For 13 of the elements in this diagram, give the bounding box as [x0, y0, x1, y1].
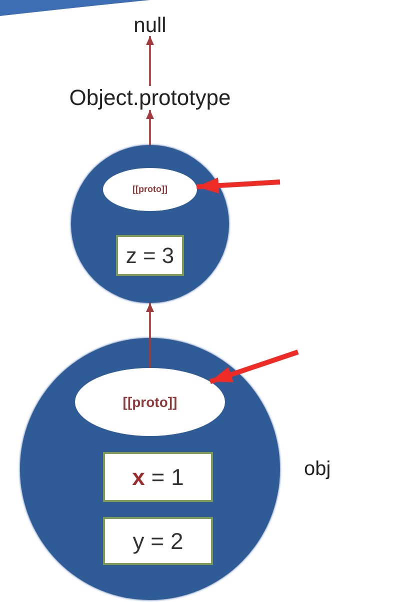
value-label: null — [126, 14, 174, 36]
arrow — [146, 36, 154, 86]
pointer-arrow — [196, 178, 280, 194]
property-box: z = 3 — [116, 235, 184, 276]
proto-ellipse: [[proto]] — [75, 368, 225, 436]
object-label: obj — [304, 459, 331, 479]
proto-ellipse: [[proto]] — [103, 168, 197, 211]
property-box: x = 1 — [103, 452, 213, 502]
arrow — [146, 110, 154, 145]
prototype-label: Object.prototype — [55, 86, 245, 110]
property-box: y = 2 — [103, 517, 213, 565]
arrow — [146, 303, 154, 368]
pointer-arrow — [209, 350, 299, 384]
